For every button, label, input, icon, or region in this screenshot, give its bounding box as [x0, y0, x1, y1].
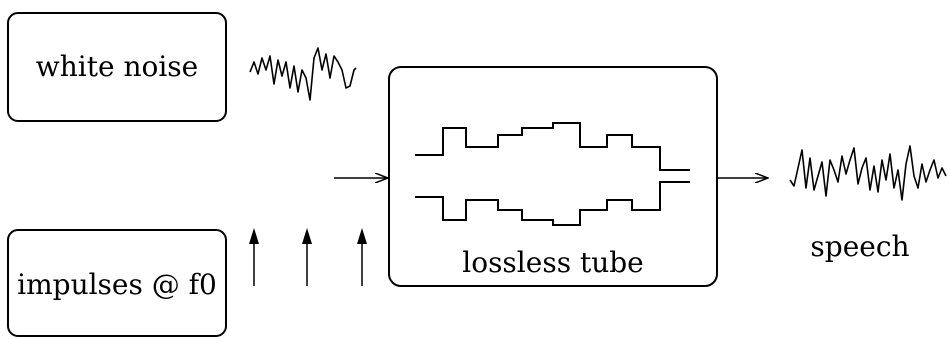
- impulse-train: [249, 228, 367, 286]
- speech-label: speech: [810, 230, 909, 263]
- white-noise-label: white noise: [36, 50, 198, 83]
- impulse-arrowhead: [302, 228, 312, 244]
- impulse-arrowhead: [357, 228, 367, 244]
- lossless-tube-box: lossless tube: [388, 66, 718, 287]
- noise-waveform: [249, 47, 357, 101]
- lossless-tube-label: lossless tube: [462, 246, 644, 279]
- impulses-box: impulses @ f0: [7, 229, 227, 337]
- tube-lower-wall: [415, 181, 690, 226]
- tube-upper-wall: [415, 122, 690, 171]
- white-noise-box: white noise: [7, 12, 227, 122]
- impulses-label: impulses @ f0: [17, 268, 217, 301]
- impulse-arrowhead: [249, 228, 259, 244]
- speech-waveform: [789, 145, 947, 201]
